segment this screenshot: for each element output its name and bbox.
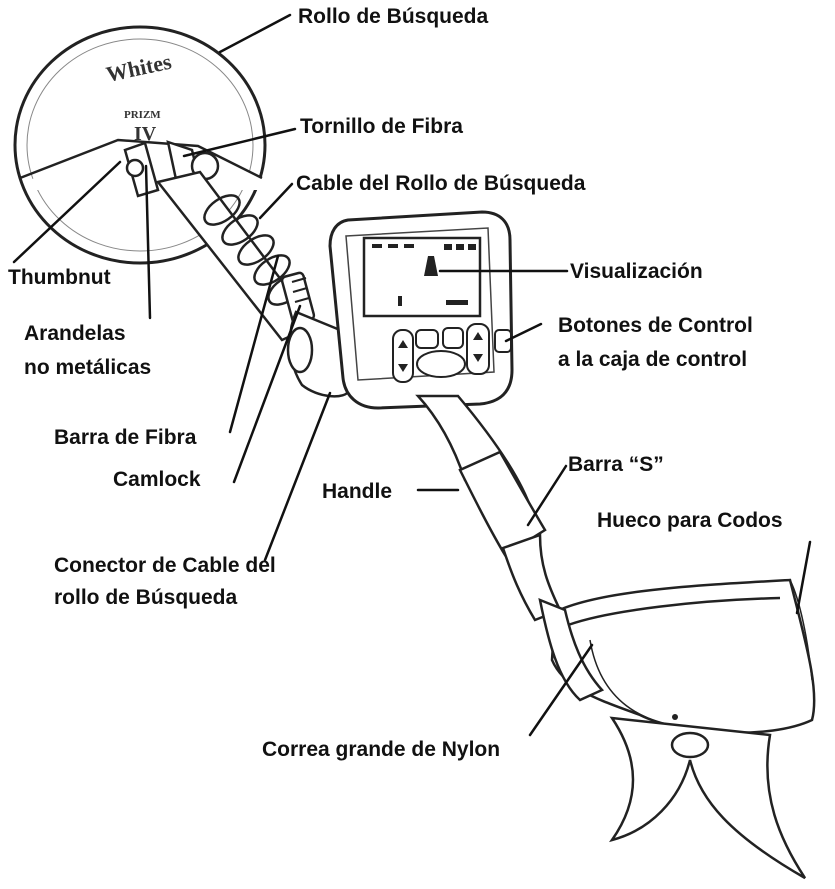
handle-grip bbox=[458, 450, 562, 622]
coil-model-text: PRIZM bbox=[124, 109, 161, 121]
arm-cuff bbox=[538, 578, 816, 734]
control-buttons bbox=[392, 323, 512, 383]
s-bar-label: Barra “S” bbox=[568, 453, 664, 476]
coil-cable-label: Cable del Rollo de Búsqueda bbox=[296, 172, 586, 195]
control-box bbox=[328, 210, 514, 410]
camlock-label: Camlock bbox=[113, 468, 201, 491]
connector-label-line2: rollo de Búsqueda bbox=[54, 586, 238, 609]
coil-logo: Whites PRIZM IV bbox=[104, 49, 174, 145]
elbow-cup-label: Hueco para Codos bbox=[597, 509, 783, 532]
coil-numeral-text: IV bbox=[134, 123, 157, 145]
washers-label-line2: no metálicas bbox=[24, 356, 152, 379]
lcd-segments bbox=[372, 244, 476, 306]
controls-label-line2: a la caja de control bbox=[558, 348, 748, 371]
search-coil-label: Rollo de Búsqueda bbox=[298, 5, 489, 28]
controls-label-line1: Botones de Control bbox=[558, 314, 753, 337]
fiber-screw-label: Tornillo de Fibra bbox=[300, 115, 463, 138]
strap-label: Correa grande de Nylon bbox=[262, 738, 501, 761]
handle-label: Handle bbox=[322, 480, 393, 503]
fiber-bar-label: Barra de Fibra bbox=[54, 426, 197, 449]
stand-legs bbox=[609, 716, 807, 880]
leader-lines bbox=[12, 13, 812, 737]
coil-cable bbox=[203, 194, 305, 306]
display-label: Visualización bbox=[570, 260, 703, 283]
connector-label-line1: Conector de Cable del bbox=[54, 554, 276, 577]
thumbnut-label: Thumbnut bbox=[8, 266, 111, 289]
washers-label-line1: Arandelas bbox=[24, 322, 126, 345]
